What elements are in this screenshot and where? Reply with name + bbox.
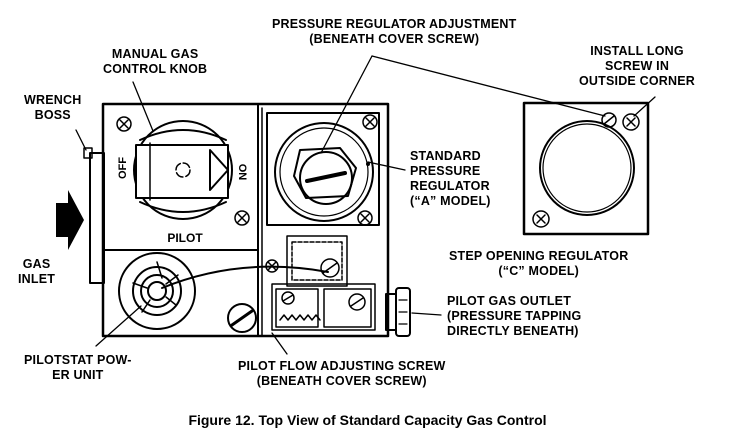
- pilot-gas-outlet-fitting: [385, 287, 411, 337]
- pilot-flow-adjusting-screw: [227, 303, 257, 333]
- label-install-long-screw: INSTALL LONG SCREW IN OUTSIDE CORNER: [579, 44, 696, 88]
- label-gas-inlet: GAS INLET: [18, 257, 56, 286]
- label-manual-gas-control-knob: MANUAL GAS CONTROL KNOB: [103, 47, 208, 76]
- pilot-terminal-block: [271, 235, 376, 331]
- manual-gas-control-knob: [133, 120, 233, 220]
- step-opening-regulator: [522, 101, 650, 236]
- label-pilot-flow-adjusting-screw: PILOT FLOW ADJUSTING SCREW (BENEATH COVE…: [238, 359, 446, 388]
- leader-lines: [75, 55, 656, 355]
- standard-pressure-regulator: [266, 112, 380, 226]
- label-step-opening-regulator: STEP OPENING REGULATOR (“C” MODEL): [449, 249, 629, 278]
- pilot-tube: [161, 265, 329, 289]
- pilotstat-power-unit: [118, 252, 196, 330]
- gas-inlet-arrow: [56, 190, 84, 250]
- label-pilotstat-power-unit: PILOTSTAT POW- ER UNIT: [24, 353, 132, 382]
- knob-on-marking: ON: [236, 164, 248, 181]
- wrench-boss: [83, 147, 105, 284]
- label-standard-pressure-regulator: STANDARD PRESSURE REGULATOR (“A” MODEL): [410, 149, 491, 208]
- figure-caption: Figure 12. Top View of Standard Capacity…: [188, 412, 547, 428]
- label-wrench-boss: WRENCH BOSS: [24, 93, 82, 122]
- label-pressure-regulator-adjustment: PRESSURE REGULATOR ADJUSTMENT (BENEATH C…: [272, 17, 517, 46]
- label-pilot-gas-outlet: PILOT GAS OUTLET (PRESSURE TAPPING DIREC…: [447, 294, 582, 338]
- knob-off-marking: OFF: [117, 157, 129, 179]
- knob-pilot-marking: PILOT: [167, 231, 203, 245]
